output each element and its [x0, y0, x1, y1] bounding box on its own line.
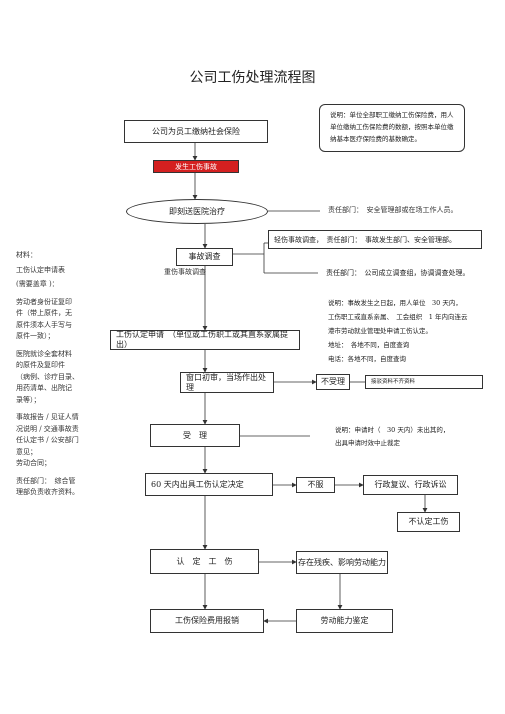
- sidebar-line: 原件须本人手写与: [16, 320, 72, 329]
- node-ability-assessment: 劳动能力鉴定: [296, 609, 393, 633]
- note-insurance: 说明：单位全部职工缴纳工伤保险费，用人 单位缴纳工伤保险费的数额，按照本单位缴 …: [319, 104, 465, 152]
- node-accept: 受 理: [150, 424, 240, 447]
- sidebar-line: 责任部门： 综合管: [16, 476, 76, 485]
- node-dispute: 不服: [296, 477, 335, 493]
- sidebar-line: 况说明 / 交通事故责: [16, 424, 79, 433]
- note-application-line: 工伤职工或直系亲属、 工会组织 1 年内向连云: [328, 313, 468, 321]
- note-application: 说明：事故发生之日起，用人单位 30 天内， 工伤职工或直系亲属、 工会组织 1…: [322, 296, 482, 378]
- note-hospital: 责任部门： 安全管理部或在场工作人员。: [328, 206, 458, 214]
- sidebar-line: 任认定书 / 公安部门: [16, 436, 79, 444]
- note-major-investigation: 责任部门： 公司成立调查组，协调调查处理。: [318, 262, 480, 284]
- sidebar-line: 录等）；: [16, 395, 41, 404]
- sidebar-line: 原件一致）；: [16, 332, 55, 340]
- sidebar-line: 件（带上原件，无: [16, 309, 72, 317]
- node-initial-review: 窗口初审，当场作出处理: [180, 372, 274, 393]
- node-recognized: 认 定 工 伤: [150, 549, 259, 574]
- note-minor-investigation: 轻伤事故调查， 责任部门： 事故发生部门、安全管理部。: [268, 230, 482, 249]
- note-accept-line: 说明：申请时（ 30 天内）未出其的，: [335, 426, 450, 434]
- node-application: 工伤认定申请 （单位或工伤职工或其直系家属提出）: [110, 330, 300, 350]
- node-decision: 60 天内出具工伤认定决定: [145, 473, 273, 496]
- sidebar-line: (需要盖章 )：: [16, 280, 59, 288]
- node-investigation: 事故调查: [176, 248, 233, 266]
- note-insurance-line: 纳基本医疗保险费的基数确定。: [330, 135, 421, 143]
- sidebar-line: 事故报告 / 见证人情: [16, 413, 79, 421]
- sidebar-line: 用药清单、出院记: [16, 384, 72, 392]
- note-application-line: 港市劳动就业管理处申请工伤认定。: [328, 327, 432, 335]
- node-accident: 发生工伤事故: [153, 160, 239, 173]
- sidebar-materials: 材料： 工伤认定申请表 (需要盖章 )： 劳动者身份证复印 件（带上原件，无 原…: [16, 250, 98, 499]
- sidebar-line: 的原件及复印件: [16, 361, 65, 369]
- note-accept: 说明：申请时（ 30 天内）未出其的， 出具申请时效中止裁定: [310, 424, 480, 452]
- sidebar-line: 医院就诊全套材料: [16, 349, 72, 358]
- note-insurance-line: 说明：单位全部职工缴纳工伤保险费，用人: [330, 111, 454, 119]
- sidebar-line: （病例、诊疗目录、: [16, 372, 79, 381]
- note-application-line: 地址： 各地不同，自度查询: [328, 341, 410, 349]
- node-reimbursement: 工伤保险费用报销: [150, 609, 264, 633]
- node-hospital: 即刻送医院治疗: [126, 199, 268, 224]
- sidebar-line: 工伤认定申请表: [16, 265, 65, 274]
- sidebar-line: 意见；: [16, 447, 37, 456]
- label-major-investigation: 重伤事故调查: [164, 268, 206, 276]
- sidebar-line: 劳动者身份证复印: [16, 297, 72, 306]
- note-application-line: 说明：事故发生之日起，用人单位 30 天内，: [328, 299, 462, 307]
- sidebar-line: 劳动合同；: [16, 459, 51, 467]
- note-insurance-line: 单位缴纳工伤保险费的数额，按照本单位缴: [330, 123, 454, 131]
- sidebar-line: 理部负责收齐资料。: [16, 488, 79, 496]
- node-disability: 存在残疾、影响劳动能力: [296, 551, 388, 574]
- node-insurance: 公司为员工缴纳社会保险: [124, 120, 268, 143]
- page-title: 公司工伤处理流程图: [189, 70, 316, 86]
- sidebar-line: 材料：: [16, 251, 37, 259]
- note-reject: 接驳资料不齐资料: [365, 375, 483, 389]
- note-application-line: 电话：各地不同，自度查询: [328, 355, 406, 363]
- node-not-recognized: 不认定工伤: [397, 512, 460, 532]
- note-accept-line: 出具申请时效中止裁定: [335, 439, 400, 447]
- node-reject: 不受理: [316, 374, 350, 390]
- node-review: 行政复议、行政诉讼: [363, 475, 458, 495]
